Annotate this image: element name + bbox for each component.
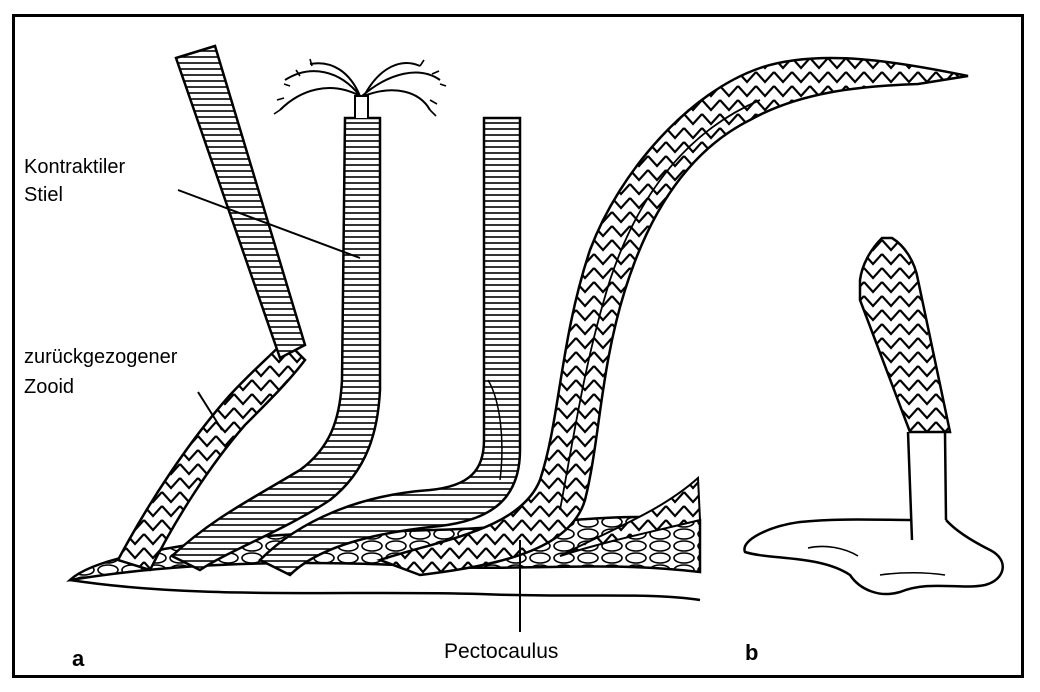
panel-label-b: b xyxy=(745,640,758,665)
label-retracted-zooid-line1: zurückgezogener xyxy=(24,346,177,369)
label-retracted-zooid-line2: Zooid xyxy=(24,376,74,399)
panel-label-a: a xyxy=(72,646,84,671)
panel-b-tube xyxy=(744,238,1002,594)
label-pectocaulus: Pectocaulus xyxy=(444,640,558,664)
label-contractile-stalk-line2: Stiel xyxy=(24,184,63,207)
label-contractile-stalk-line1: Kontraktiler xyxy=(24,156,125,179)
